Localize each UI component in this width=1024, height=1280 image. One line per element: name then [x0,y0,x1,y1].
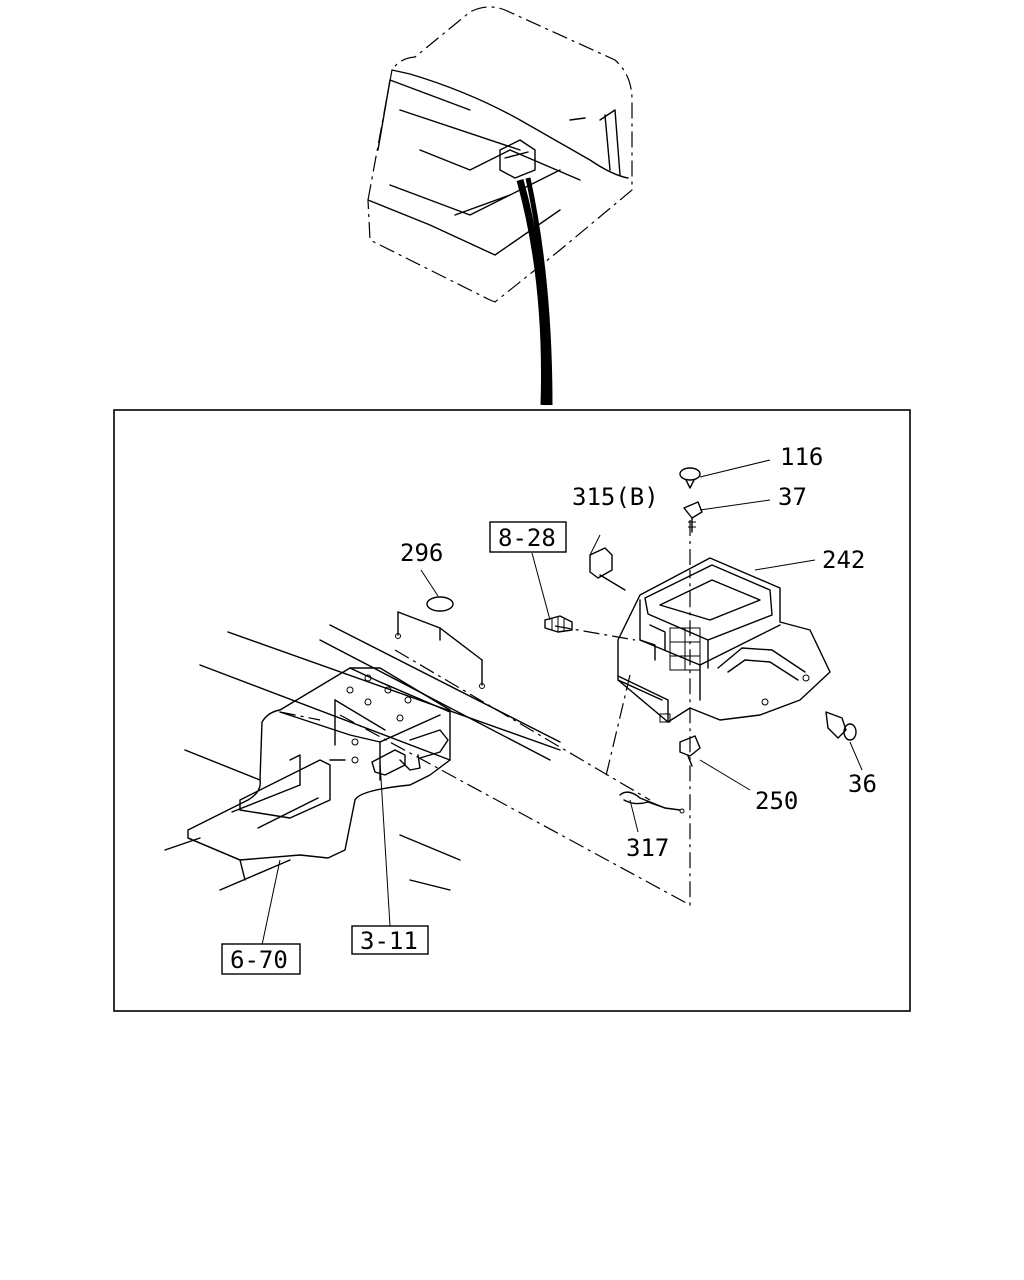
callout-250: 250 [755,787,798,815]
callout-315b: 315(B) [572,483,659,511]
callout-242: 242 [822,546,865,574]
part-296-oval [426,596,454,612]
reference-3-11-label: 3-11 [360,927,418,955]
reference-8-28-label: 8-28 [498,524,556,552]
floor-tunnel-illustration [164,611,561,891]
console-box-illustration [544,467,857,814]
callout-116: 116 [780,443,823,471]
reference-6-70[interactable]: 6-70 [221,943,301,975]
callout-36: 36 [848,770,877,798]
detail-frame [113,409,911,1012]
callout-37: 37 [778,483,807,511]
callout-317: 317 [626,834,669,862]
cab-overview-illustration [367,6,633,406]
reference-8-28[interactable]: 8-28 [489,521,567,553]
callout-296: 296 [400,539,443,567]
reference-3-11[interactable]: 3-11 [351,925,429,955]
callout-leaders [261,459,863,946]
reference-6-70-label: 6-70 [230,946,288,974]
